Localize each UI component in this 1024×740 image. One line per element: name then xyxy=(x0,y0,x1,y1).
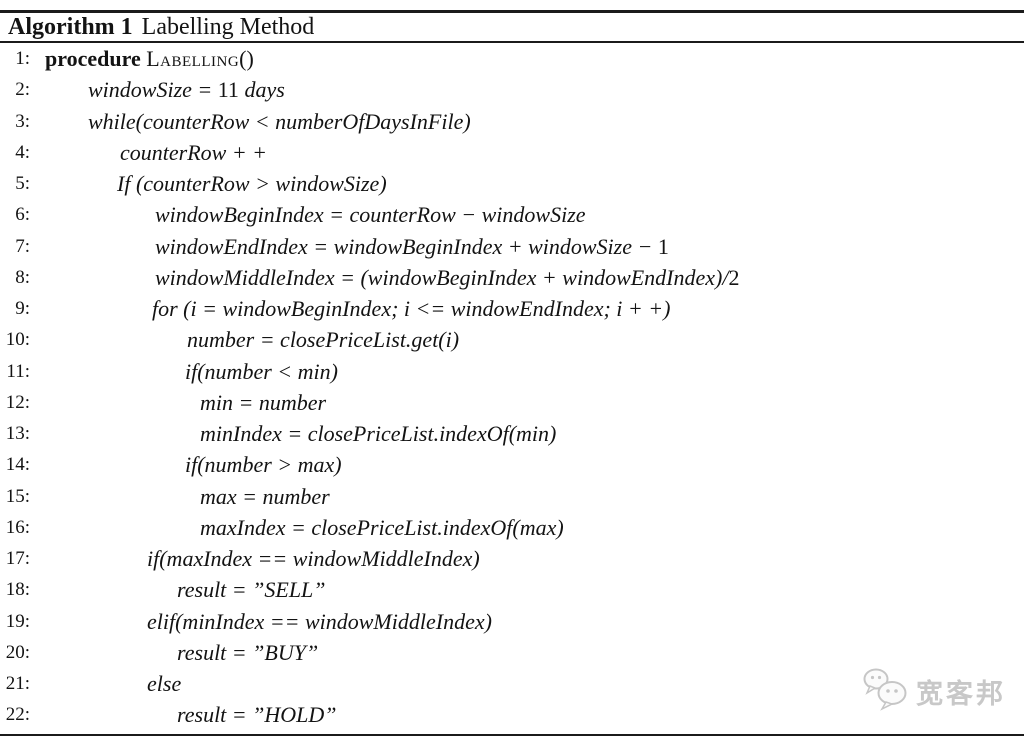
line-number: 9: xyxy=(15,298,30,319)
line-number: 20: xyxy=(5,641,30,663)
line-number: 14: xyxy=(5,454,30,476)
line-number: 6: xyxy=(15,204,30,226)
code-text: windowSize = 11 days xyxy=(88,77,285,103)
line-number: 15: xyxy=(5,485,30,507)
code-text: windowMiddleIndex = (windowBeginIndex + … xyxy=(155,264,740,290)
line-number: 10: xyxy=(5,329,30,351)
code-line: 22: result = ”HOLD” xyxy=(0,699,1024,730)
line-number: 13: xyxy=(5,423,30,444)
code-line: 7: windowEndIndex = windowBeginIndex + wi… xyxy=(0,231,1024,262)
code-text: max = number xyxy=(200,483,330,509)
code-text: while(counterRow < numberOfDaysInFile) xyxy=(88,108,471,134)
code-text: result = ”HOLD” xyxy=(177,702,337,728)
algorithm-title: Labelling Method xyxy=(141,14,315,40)
line-number: 12: xyxy=(5,391,30,413)
code-text: maxIndex = closePriceList.indexOf(max) xyxy=(200,514,564,540)
algorithm-label: Algorithm 1 xyxy=(8,14,133,40)
code-text: if(number < min) xyxy=(185,358,338,384)
code-line: 3: while(counterRow < numberOfDaysInFile) xyxy=(0,106,1024,137)
code-line: 13: minIndex = closePriceList.indexOf(min… xyxy=(0,418,1024,449)
code-text: if(maxIndex == windowMiddleIndex) xyxy=(147,546,480,571)
code-line: 1: procedure Labelling() xyxy=(0,43,1024,74)
algorithm-body: 1: procedure Labelling() 2: windowSize = 11… xyxy=(0,43,1024,731)
code-text: else xyxy=(147,671,182,696)
line-number: 2: xyxy=(15,79,30,101)
line-number: 1: xyxy=(15,48,30,69)
code-line: 12: min = number xyxy=(0,387,1024,418)
top-rule xyxy=(0,10,1024,13)
line-number: 3: xyxy=(15,110,30,132)
header-rule xyxy=(0,41,1024,43)
code-line: 10: number = closePriceList.get(i) xyxy=(0,324,1024,355)
line-number: 8: xyxy=(15,266,30,288)
bottom-rule xyxy=(0,733,1024,736)
code-line: 4: counterRow + + xyxy=(0,137,1024,168)
code-line: 9: for (i = windowBeginIndex; i <= window… xyxy=(0,293,1024,324)
code-line: 2: windowSize = 11 days xyxy=(0,74,1024,105)
code-line: 14: if(number > max) xyxy=(0,449,1024,480)
line-number: 11: xyxy=(6,360,30,382)
code-text: for (i = windowBeginIndex; i <= windowEn… xyxy=(152,296,671,321)
code-line: 17: if(maxIndex == windowMiddleIndex) xyxy=(0,543,1024,574)
code-text: If (counterRow > windowSize) xyxy=(117,171,387,196)
algorithm-header: Algorithm 1 Labelling Method xyxy=(0,13,1024,41)
line-number: 17: xyxy=(5,548,30,569)
code-line: 15: max = number xyxy=(0,481,1024,512)
code-text: number = closePriceList.get(i) xyxy=(187,327,460,353)
code-text: result = ”BUY” xyxy=(177,639,319,665)
line-number: 7: xyxy=(15,235,30,257)
code-text: if(number > max) xyxy=(185,452,342,478)
code-line: 11: if(number < min) xyxy=(0,356,1024,387)
code-line: 8: windowMiddleIndex = (windowBeginIndex … xyxy=(0,262,1024,293)
code-text: procedure Labelling() xyxy=(45,46,254,71)
code-text: elif(minIndex == windowMiddleIndex) xyxy=(147,608,492,634)
line-number: 19: xyxy=(5,610,30,632)
code-line: 19: elif(minIndex == windowMiddleIndex) xyxy=(0,606,1024,637)
code-text: windowEndIndex = windowBeginIndex + wind… xyxy=(155,233,669,259)
code-line: 18: result = ”SELL” xyxy=(0,574,1024,605)
code-text: min = number xyxy=(200,389,327,415)
line-number: 18: xyxy=(5,579,30,601)
line-number: 16: xyxy=(5,516,30,538)
line-number: 5: xyxy=(15,173,30,194)
code-text: result = ”SELL” xyxy=(177,577,326,603)
line-number: 4: xyxy=(15,141,30,163)
code-text: windowBeginIndex = counterRow − windowSi… xyxy=(155,202,586,228)
code-line: 21: else xyxy=(0,668,1024,699)
code-text: counterRow + + xyxy=(120,139,268,165)
code-line: 20: result = ”BUY” xyxy=(0,637,1024,668)
code-line: 16: maxIndex = closePriceList.indexOf(max… xyxy=(0,512,1024,543)
code-line: 5: If (counterRow > windowSize) xyxy=(0,168,1024,199)
line-number: 21: xyxy=(5,673,30,694)
code-line: 6: windowBeginIndex = counterRow − window… xyxy=(0,199,1024,230)
line-number: 22: xyxy=(5,704,30,726)
code-text: minIndex = closePriceList.indexOf(min) xyxy=(200,421,557,446)
